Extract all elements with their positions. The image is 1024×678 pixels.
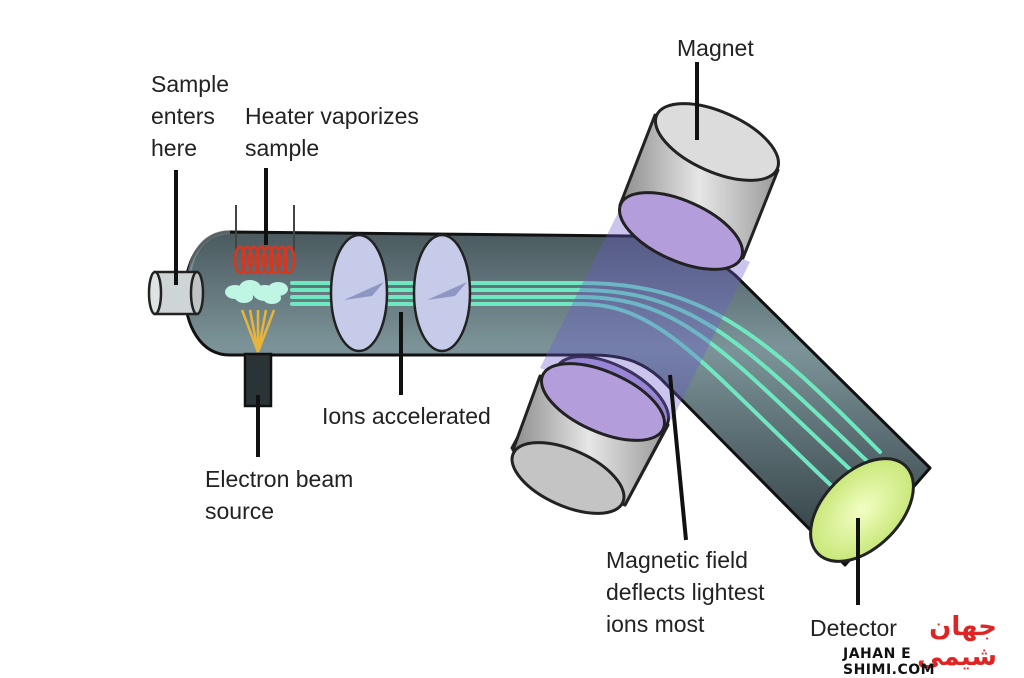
ion-beam-3 bbox=[290, 295, 857, 476]
label-ions-accelerated: Ions accelerated bbox=[322, 403, 491, 429]
lower-magnet-front bbox=[510, 362, 667, 515]
leader-magfield bbox=[668, 374, 688, 541]
accelerator-plate-1 bbox=[329, 233, 389, 353]
ion-beam-1 bbox=[290, 281, 882, 454]
watermark-brand: جهان شیمی bbox=[917, 612, 997, 672]
upper-magnet bbox=[617, 102, 781, 271]
label-magnet: Magnet bbox=[677, 35, 754, 61]
ion-beam-4 bbox=[290, 302, 840, 494]
label-detector: Detector bbox=[810, 615, 897, 641]
ion-beam-2 bbox=[290, 288, 870, 464]
detector-plate bbox=[809, 457, 915, 563]
watermark-site: JAHAN E SHIMI.COM bbox=[843, 646, 936, 678]
leader-lines bbox=[174, 62, 860, 605]
watermark-logo: جهان شیمی JAHAN E SHIMI.COM bbox=[843, 612, 1003, 678]
accelerator-plate-2 bbox=[412, 233, 472, 353]
heater-coil bbox=[233, 205, 296, 275]
sample-inlet bbox=[147, 270, 205, 316]
electron-beam bbox=[240, 309, 276, 353]
sample-vapor-cloud bbox=[225, 280, 288, 304]
ion-beams bbox=[290, 281, 882, 494]
